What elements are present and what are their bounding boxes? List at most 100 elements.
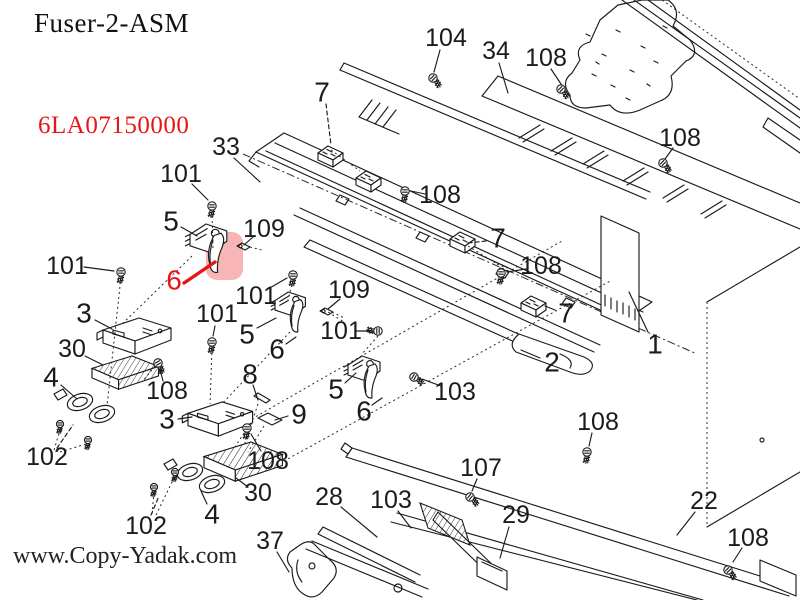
callout-8: 8 <box>242 359 258 390</box>
leader-line-4 <box>61 385 77 399</box>
part-22-bar <box>341 443 796 600</box>
callout-5: 5 <box>328 374 344 405</box>
leader-line-3 <box>95 320 112 329</box>
callout-104: 104 <box>425 24 467 52</box>
leader-line-107 <box>472 479 477 491</box>
callout-34: 34 <box>482 37 510 65</box>
callout-5: 5 <box>239 319 255 350</box>
bottom-plates <box>318 503 507 590</box>
leader-line-108 <box>411 191 425 194</box>
callout-3: 3 <box>76 298 92 329</box>
part-1-panel <box>601 216 639 332</box>
leader-line-28 <box>341 507 377 537</box>
leader-line-7 <box>326 104 331 145</box>
callout-108: 108 <box>247 447 289 475</box>
callout-6: 6 <box>356 396 372 427</box>
callout-109: 109 <box>328 276 370 304</box>
leader-line-108 <box>665 148 673 159</box>
callout-29: 29 <box>502 501 530 529</box>
leader-line-2 <box>521 350 540 358</box>
callout-109: 109 <box>243 215 285 243</box>
watermark: www.Copy-Yadak.com <box>13 543 237 569</box>
part-9-wedge <box>258 413 282 425</box>
leader-line-9 <box>275 416 288 420</box>
part-33-frame <box>243 133 697 354</box>
callout-4: 4 <box>43 362 59 393</box>
callout-37: 37 <box>256 527 284 555</box>
leader-line-104 <box>434 50 440 72</box>
callout-7: 7 <box>314 77 330 108</box>
top-right-assembly <box>565 0 800 153</box>
bracket-5-6-group <box>184 223 381 399</box>
callout-108: 108 <box>659 124 701 152</box>
rail-top-104 <box>340 63 650 199</box>
leader-line-8 <box>253 385 258 400</box>
callout-5: 5 <box>163 206 179 237</box>
part-34-rail <box>482 76 800 229</box>
part-8-pin <box>254 393 270 403</box>
callout-108: 108 <box>727 524 769 552</box>
leader-line-108 <box>733 548 742 562</box>
leader-line-6 <box>286 337 296 344</box>
leader-line-33 <box>234 158 260 182</box>
leader-line-6 <box>184 262 215 283</box>
leader-line-101 <box>84 267 114 271</box>
leader-line-7 <box>545 306 555 310</box>
part-2-cap <box>512 334 592 374</box>
leader-line-5 <box>345 373 356 383</box>
right-panel <box>707 247 800 527</box>
part-103-plate <box>420 503 470 545</box>
leader-line-101 <box>268 278 287 289</box>
leader-line-102 <box>57 425 73 448</box>
leader-line-1 <box>629 292 648 332</box>
rail-109-carrier <box>294 208 600 358</box>
leader-line-34 <box>499 63 508 93</box>
leader-line-37 <box>277 552 289 572</box>
leader-line-108 <box>160 369 163 381</box>
callout-103: 103 <box>370 486 412 514</box>
callout-108: 108 <box>577 408 619 436</box>
callout-33: 33 <box>212 133 240 161</box>
callout-3: 3 <box>159 404 175 435</box>
leader-line-108 <box>551 69 561 84</box>
callout-108: 108 <box>525 44 567 72</box>
callout-2: 2 <box>544 347 560 378</box>
leader-line-101 <box>192 184 208 200</box>
callout-102: 102 <box>125 512 167 540</box>
leader-line-108 <box>251 434 261 451</box>
leader-line-109 <box>328 299 340 309</box>
leader-line-108 <box>589 433 592 446</box>
leader-line-5 <box>181 227 197 236</box>
callout-6: 6 <box>269 334 285 365</box>
page-title: Fuser-2-ASM <box>34 8 189 38</box>
part-number: 6LA07150000 <box>38 112 190 139</box>
callout-4: 4 <box>204 499 220 530</box>
callout-30: 30 <box>244 479 272 507</box>
leader-line-108 <box>507 269 526 272</box>
leader-line-109 <box>244 237 253 245</box>
callout-30: 30 <box>58 335 86 363</box>
part-29-endcap <box>477 557 507 590</box>
callout-1: 1 <box>647 329 663 360</box>
leader-line-102 <box>151 496 159 515</box>
clip-7-group <box>317 145 547 318</box>
callout-108: 108 <box>146 377 188 405</box>
callout-7: 7 <box>558 298 574 329</box>
leader-line-7 <box>468 241 486 243</box>
callout-28: 28 <box>315 483 343 511</box>
callout-103: 103 <box>434 378 476 406</box>
leader-line-101 <box>213 326 215 336</box>
callout-101: 101 <box>196 300 238 328</box>
screw-icons <box>116 71 740 582</box>
callout-22: 22 <box>690 487 718 515</box>
callout-6: 6 <box>166 265 182 296</box>
leader-line-30 <box>85 356 103 365</box>
callout-7: 7 <box>490 223 506 254</box>
callout-101: 101 <box>320 317 362 345</box>
callout-107: 107 <box>460 454 502 482</box>
leader-line-3 <box>178 417 192 419</box>
callout-102: 102 <box>26 443 68 471</box>
